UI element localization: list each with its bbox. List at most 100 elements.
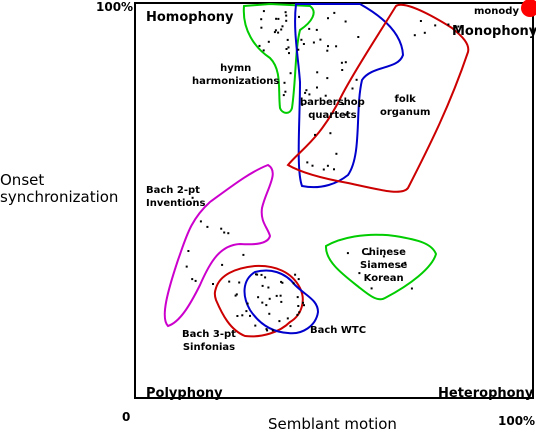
data-dot [289,325,292,328]
label-folk: folk organum [380,94,431,118]
data-dot [191,278,194,281]
data-dot [351,87,354,90]
data-dot [287,46,290,49]
data-dot [303,304,305,307]
corner-monophony: Monophony [452,24,536,39]
data-dot [199,220,202,223]
data-dot [260,26,263,29]
data-dot [308,27,311,30]
data-dot [305,89,308,92]
data-dot [298,15,300,18]
corner-homophony: Homophony [146,10,234,25]
data-dot [236,315,239,317]
bach2-region [163,163,274,328]
data-dot [206,225,209,228]
data-dot [235,293,238,296]
data-dot [288,52,290,55]
data-dot [267,286,270,289]
data-dot [268,297,271,300]
data-dot [355,78,358,81]
data-dot [256,273,259,276]
data-dot [280,28,283,31]
hymn-region [242,2,315,114]
data-dot [398,265,401,268]
data-dot [282,94,285,97]
data-dot [335,45,338,48]
data-dot [261,284,264,287]
data-dot [277,31,280,34]
data-dot [284,11,287,14]
label-bach2: Bach 2-pt Inventions [146,185,206,209]
data-dot [302,43,305,45]
folk-region [286,3,470,193]
data-dot [267,40,270,43]
data-dot [382,255,385,258]
data-dot [257,296,260,299]
data-dot [316,86,318,89]
data-dot [281,25,284,28]
data-dot [261,301,264,304]
data-dot [410,287,413,290]
data-dot [327,17,329,20]
data-dot [274,29,277,32]
data-dot [423,31,426,34]
data-dot [447,23,450,26]
data-dot [265,304,268,307]
data-dot [254,324,257,327]
data-dot [308,93,311,96]
data-dot [306,161,309,164]
data-dot [292,282,295,285]
data-dot [238,281,241,284]
data-dot [302,301,304,304]
data-dot [255,273,257,276]
tick-top: 100% [96,0,134,14]
data-dot [419,20,422,22]
data-dot [275,294,278,297]
data-dot [280,300,283,303]
data-dot [284,90,287,93]
data-dot [285,48,288,50]
data-dot [265,328,268,331]
data-points [185,10,460,332]
data-dot [227,232,230,235]
data-dot [335,152,338,155]
data-dot [346,252,349,255]
barbershop-region [294,3,405,189]
data-dot [333,168,335,171]
data-dot [260,273,263,276]
label-bach3: Bach 3-pt Sinfonias [182,329,236,353]
label-asian: Chinese Siamese Korean [360,247,408,284]
data-dot [311,164,314,167]
data-dot [324,94,327,97]
data-dot [212,283,214,285]
data-dot [404,261,407,264]
data-dot [316,71,319,74]
corner-heterophony: Heterophony [438,386,534,401]
data-dot [301,103,304,106]
data-dot [297,48,300,51]
data-dot [268,312,271,315]
data-dot [286,317,289,320]
data-dot [241,314,244,317]
data-dot [312,41,315,44]
data-dot [234,294,237,297]
data-dot [357,36,360,38]
data-dot [277,17,280,20]
data-dot [223,231,226,234]
data-dot [297,278,300,281]
data-dot [297,305,300,307]
data-dot [326,49,329,52]
data-dot [322,168,325,171]
data-dot [333,11,336,14]
tick-right: 100% [498,414,536,428]
label-wtc: Bach WTC [310,325,367,336]
monody-marker [521,0,536,17]
bach3-region [213,264,304,338]
label-barbershop: barbershop quartets [300,97,365,121]
data-dot [249,314,251,317]
data-dot [278,320,281,323]
data-dot [314,133,316,136]
data-dot [358,272,361,275]
data-dot [296,313,299,316]
data-dot [329,132,332,135]
